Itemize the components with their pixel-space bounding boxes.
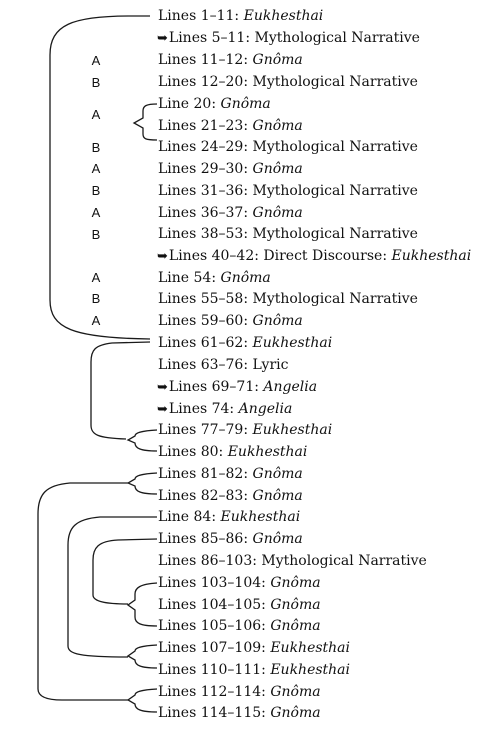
- brace-81-82: [126, 472, 158, 495]
- entry-line-sub: ➥Lines 69–71: Angelia: [157, 379, 318, 395]
- entry-line: Lines 85–86: Gnôma: [158, 531, 303, 547]
- entry-line: Lines 104–105: Gnôma: [158, 597, 321, 613]
- entry-line: Line 54: Gnôma: [158, 270, 271, 286]
- entry-line: Line 20: Gnôma: [158, 96, 271, 112]
- bracket-outer-bottom: [37, 482, 128, 701]
- entry-line-sub: ➥Lines 40–42: Direct Discourse: Eukhesth…: [157, 248, 472, 264]
- entry-line: Line 84: Eukhesthai: [158, 509, 301, 525]
- bracket-61-77: [90, 341, 151, 440]
- entry-line: Lines 21–23: Gnôma: [158, 118, 303, 134]
- bracket-85-104: [92, 538, 158, 605]
- entry-line: Lines 38–53: Mythological Narrative: [158, 226, 418, 242]
- ab-label: B: [91, 75, 101, 90]
- brace-line-20: [132, 103, 158, 141]
- entry-line: Lines 107–109: Eukhesthai: [158, 640, 351, 656]
- entry-line-sub: ➥Lines 5–11: Mythological Narrative: [157, 30, 420, 46]
- entry-line-sub: ➥Lines 74: Angelia: [157, 401, 293, 417]
- ab-label: B: [91, 227, 101, 242]
- entry-line: Lines 81–82: Gnôma: [158, 466, 303, 482]
- ab-label: B: [91, 291, 101, 306]
- entry-line: Lines 112–114: Gnôma: [158, 684, 321, 700]
- brace-77-80: [126, 429, 158, 452]
- ab-label: A: [91, 107, 101, 122]
- ab-label: A: [91, 161, 101, 176]
- entry-line: Lines 1–11: Eukhesthai: [158, 8, 324, 24]
- entry-line: Lines 59–60: Gnôma: [158, 313, 303, 329]
- ab-label: A: [91, 205, 101, 220]
- entry-line: Lines 110–111: Eukhesthai: [158, 662, 351, 678]
- entry-line: Lines 105–106: Gnôma: [158, 618, 321, 634]
- entry-line: Lines 103–104: Gnôma: [158, 575, 321, 591]
- entry-line: Lines 61–62: Eukhesthai: [158, 335, 333, 351]
- brace-112-115: [126, 688, 158, 713]
- curved-arrow-icon: ➥: [157, 402, 168, 417]
- ab-label: B: [91, 183, 101, 198]
- entry-line: Lines 82–83: Gnôma: [158, 488, 303, 504]
- entry-line: Lines 36–37: Gnôma: [158, 205, 303, 221]
- curved-arrow-icon: ➥: [157, 249, 168, 264]
- entry-line: Lines 86–103: Mythological Narrative: [158, 553, 427, 569]
- curved-arrow-icon: ➥: [157, 31, 168, 46]
- bracket-84-107: [67, 516, 157, 658]
- brace-107-111: [126, 644, 158, 669]
- bracket-ring-outer: [49, 15, 151, 340]
- ab-label: A: [91, 270, 101, 285]
- entry-line: Lines 11–12: Gnôma: [158, 52, 303, 68]
- entry-line: Lines 12–20: Mythological Narrative: [158, 74, 418, 90]
- brace-103-106: [126, 582, 158, 627]
- ab-label: A: [91, 53, 101, 68]
- ab-label: A: [91, 313, 101, 328]
- entry-line: Lines 55–58: Mythological Narrative: [158, 291, 418, 307]
- entry-line: Lines 80: Eukhesthai: [158, 444, 308, 460]
- entry-line: Lines 31–36: Mythological Narrative: [158, 183, 418, 199]
- entry-line: Lines 24–29: Mythological Narrative: [158, 139, 418, 155]
- entry-line: Lines 63–76: Lyric: [158, 357, 289, 373]
- entry-line: Lines 114–115: Gnôma: [158, 705, 321, 721]
- ab-label: B: [91, 140, 101, 155]
- entry-line: Lines 29–30: Gnôma: [158, 161, 303, 177]
- entry-line: Lines 77–79: Eukhesthai: [158, 422, 333, 438]
- curved-arrow-icon: ➥: [157, 380, 168, 395]
